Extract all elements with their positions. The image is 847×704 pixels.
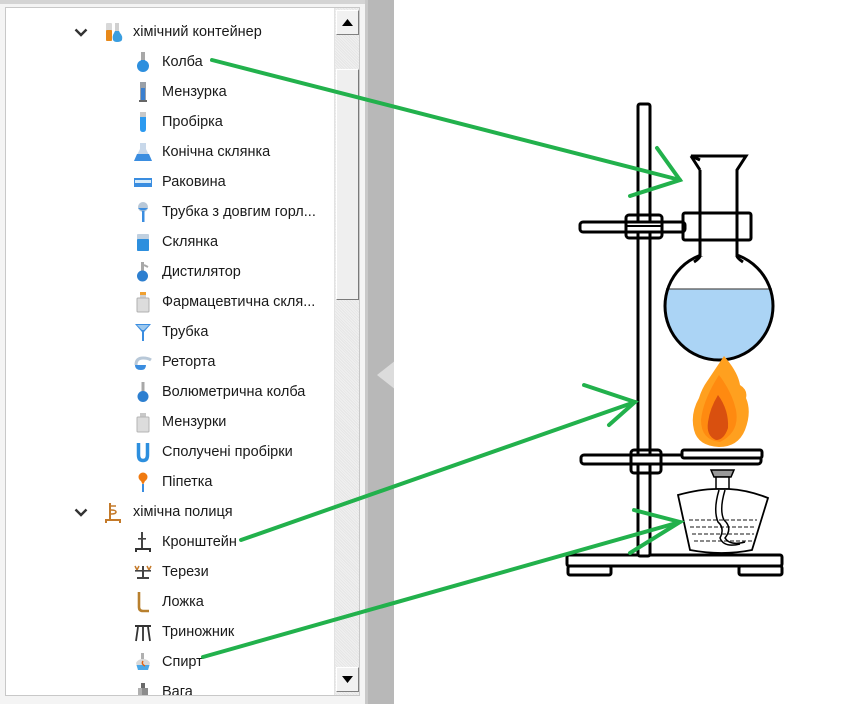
tree-item-volumetric-flask[interactable]: Волюметрична колба (133, 377, 305, 407)
tree-group-chemical-container[interactable]: хімічний контейнер (70, 17, 262, 47)
tree-item-label: Піпетка (162, 474, 213, 490)
tree-item-u-tube[interactable]: Сполучені пробірки (133, 437, 293, 467)
tree-item-label: Терези (162, 564, 209, 580)
tripod-icon (133, 621, 153, 643)
chevron-down-icon[interactable] (70, 504, 92, 520)
tree-item-test-tube[interactable]: Пробірка (133, 107, 223, 137)
basin-icon (133, 171, 153, 193)
tree-item-spoon[interactable]: Ложка (133, 587, 204, 617)
tree-item-basin[interactable]: Раковина (133, 167, 226, 197)
tree-item-label: Трубка (162, 324, 209, 340)
tree-item-label: Волюметрична колба (162, 384, 306, 400)
pipette-icon (133, 471, 153, 493)
tree-item-label: Триножник (162, 624, 235, 640)
tree-item-label: Фармацевтична скля... (162, 294, 316, 310)
tree-item-label: Склянка (162, 234, 219, 250)
tree-item-conical-flask[interactable]: Конічна склянка (133, 137, 270, 167)
toolbox-panel: хімічний контейнер Колба Мензурка Пробір… (0, 0, 365, 704)
vertical-scrollbar[interactable] (334, 8, 359, 695)
tree-group-label: хімічний контейнер (133, 24, 262, 40)
test-tube-icon (133, 111, 153, 133)
tree-item-label: Трубка з довгим горл... (162, 204, 316, 220)
tree-item-tripod[interactable]: Триножник (133, 617, 234, 647)
scrollbar-thumb[interactable] (336, 69, 359, 300)
tree-item-label: Вага (162, 684, 193, 695)
tree-item-flask[interactable]: Колба (133, 47, 203, 77)
tree-item-label: Конічна склянка (162, 144, 271, 160)
tree-item-label: Ложка (162, 594, 204, 610)
tree-item-pipette[interactable]: Піпетка (133, 467, 212, 497)
tree-group-chemical-shelf[interactable]: хімічна полиця (70, 497, 233, 527)
panel-splitter[interactable] (365, 0, 396, 704)
tree-item-scales[interactable]: Терези (133, 557, 209, 587)
tree-item-label: Колба (162, 54, 203, 70)
tree-item-weight[interactable]: Вага (133, 677, 193, 695)
tree-item-label: Мензурки (162, 414, 227, 430)
spoon-icon (133, 591, 153, 613)
retort-icon (133, 351, 153, 373)
beaker-icon (133, 231, 153, 253)
triangle-up-icon (342, 19, 353, 26)
tree-item-label: Реторта (162, 354, 216, 370)
reagent-bottle-icon (133, 411, 153, 433)
tree-item-label: Дистилятор (162, 264, 241, 280)
tree-item-long-neck-funnel[interactable]: Трубка з довгим горл... (133, 197, 316, 227)
panel-top-border (0, 0, 365, 4)
tree-item-reagent-bottle[interactable]: Мензурки (133, 407, 226, 437)
tree-item-label: Сполучені пробірки (162, 444, 293, 460)
tree-item-alcohol-lamp[interactable]: Спирт (133, 647, 203, 677)
scroll-down-button[interactable] (336, 667, 359, 692)
tree-item-label: Кронштейн (162, 534, 237, 550)
tree-item-funnel[interactable]: Трубка (133, 317, 208, 347)
weight-icon (133, 681, 153, 695)
u-tube-icon (133, 441, 153, 463)
tree-group-label: хімічна полиця (133, 504, 233, 520)
long-neck-funnel-icon (133, 201, 153, 223)
tree-item-graduated-cylinder[interactable]: Мензурка (133, 77, 227, 107)
tree-list: хімічний контейнер Колба Мензурка Пробір… (6, 8, 334, 695)
stand-icon (133, 531, 153, 553)
alcohol-lamp-icon (133, 651, 153, 673)
tree-item-stand[interactable]: Кронштейн (133, 527, 237, 557)
scroll-up-button[interactable] (336, 10, 359, 35)
tree-item-distilling-flask[interactable]: Дистилятор (133, 257, 241, 287)
conical-flask-icon (133, 141, 153, 163)
tree-item-label: Мензурка (162, 84, 227, 100)
chevron-down-icon[interactable] (70, 24, 92, 40)
graduated-cylinder-icon (133, 81, 153, 103)
chemical-container-icon (104, 21, 124, 43)
flask-icon (133, 51, 153, 73)
tree-item-label: Спирт (162, 654, 203, 670)
funnel-icon (133, 321, 153, 343)
triangle-down-icon (342, 676, 353, 683)
tree-item-beaker[interactable]: Склянка (133, 227, 218, 257)
equipment-tree: хімічний контейнер Колба Мензурка Пробір… (5, 7, 360, 696)
collapse-arrow-icon[interactable] (376, 360, 396, 390)
pharmacy-jar-icon (133, 291, 153, 313)
scales-icon (133, 561, 153, 583)
chemical-shelf-icon (104, 501, 124, 523)
tree-item-label: Пробірка (162, 114, 223, 130)
tree-item-retort[interactable]: Реторта (133, 347, 215, 377)
tree-item-pharmacy-jar[interactable]: Фармацевтична скля... (133, 287, 315, 317)
tree-item-label: Раковина (162, 174, 226, 190)
volumetric-flask-icon (133, 381, 153, 403)
distilling-flask-icon (133, 261, 153, 283)
drawing-canvas[interactable] (394, 0, 847, 704)
